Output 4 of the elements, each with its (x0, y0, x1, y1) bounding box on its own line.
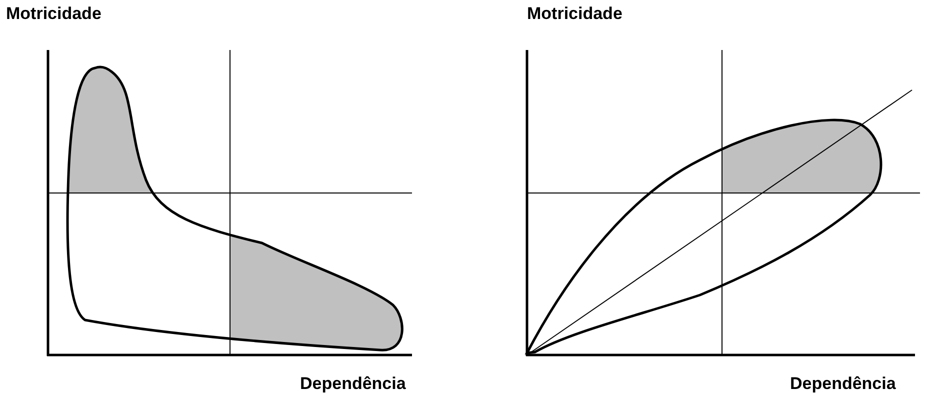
axis-label: Dependência (790, 374, 896, 394)
axis-label: Motricidade (6, 4, 102, 24)
axis-label: Motricidade (527, 4, 622, 24)
axis-label: Dependência (300, 374, 406, 394)
